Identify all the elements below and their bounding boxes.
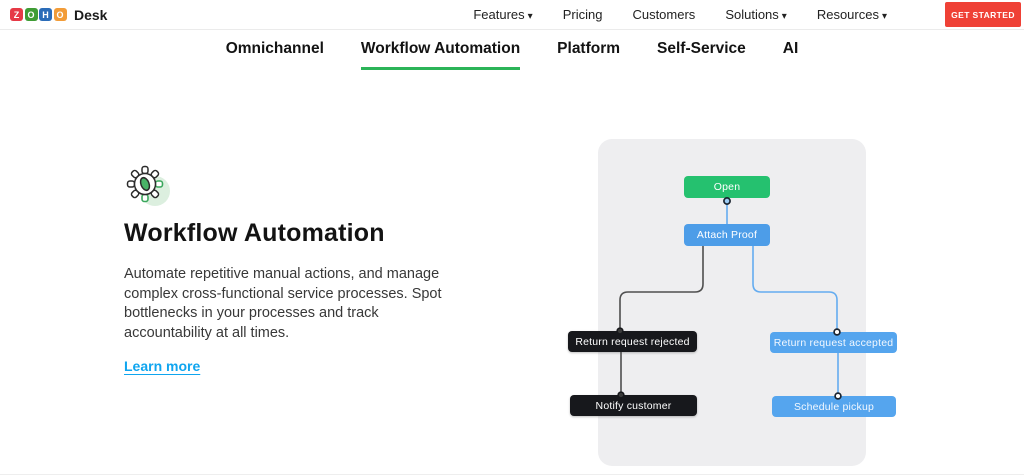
flow-node-attach-proof[interactable]: Attach Proof [684,224,770,246]
gear-icon [126,165,170,206]
feature-description: Automate repetitive manual actions, and … [124,266,442,341]
zoho-desk-logo[interactable]: Z O H O Desk [10,7,107,23]
tab-platform[interactable]: Platform [557,40,621,57]
tab-self-service[interactable]: Self-Service [657,40,746,57]
top-header: Z O H O Desk Features▾ Pricing Customers… [0,0,1024,30]
learn-more-link[interactable]: Learn more [124,358,201,374]
flow-node-return-request-accepted[interactable]: Return request accepted [770,332,897,353]
logo-letter-h: H [39,8,52,21]
nav-item-solutions[interactable]: Solutions▾ [725,7,787,22]
nav-item-features[interactable]: Features▾ [473,7,532,22]
tab-omnichannel[interactable]: Omnichannel [225,40,324,57]
caret-down-icon: ▾ [881,11,887,22]
nav-item-customers[interactable]: Customers [632,7,695,22]
flow-node-notify-customer[interactable]: Notify customer [570,395,697,416]
caret-down-icon: ▾ [527,11,533,22]
top-navigation: Features▾ Pricing Customers Solutions▾ R… [473,2,1021,27]
product-name: Desk [74,6,108,23]
flow-node-schedule-pickup[interactable]: Schedule pickup [772,396,896,417]
tab-workflow-automation[interactable]: Workflow Automation [360,40,521,70]
nav-item-label: Solutions [725,7,779,22]
get-started-button[interactable]: GET STARTED [945,2,1021,27]
nav-item-pricing[interactable]: Pricing [563,7,603,22]
nav-item-label: Resources [816,7,879,22]
caret-down-icon: ▾ [781,11,787,22]
logo-letter-o1: O [24,8,38,21]
flow-node-return-request-rejected[interactable]: Return request rejected [568,331,697,352]
nav-item-resources[interactable]: Resources▾ [817,7,887,22]
logo-letter-z: Z [10,8,23,21]
nav-item-label: Features [473,7,525,22]
feature-tabs: Omnichannel Workflow Automation Platform… [0,40,1024,70]
flow-node-open[interactable]: Open [684,176,770,198]
nav-item-label: Pricing [562,7,603,22]
page-title: Workflow Automation [124,219,385,247]
nav-item-label: Customers [632,7,696,22]
tab-ai[interactable]: AI [782,40,799,57]
logo-letter-o2: O [53,8,67,21]
